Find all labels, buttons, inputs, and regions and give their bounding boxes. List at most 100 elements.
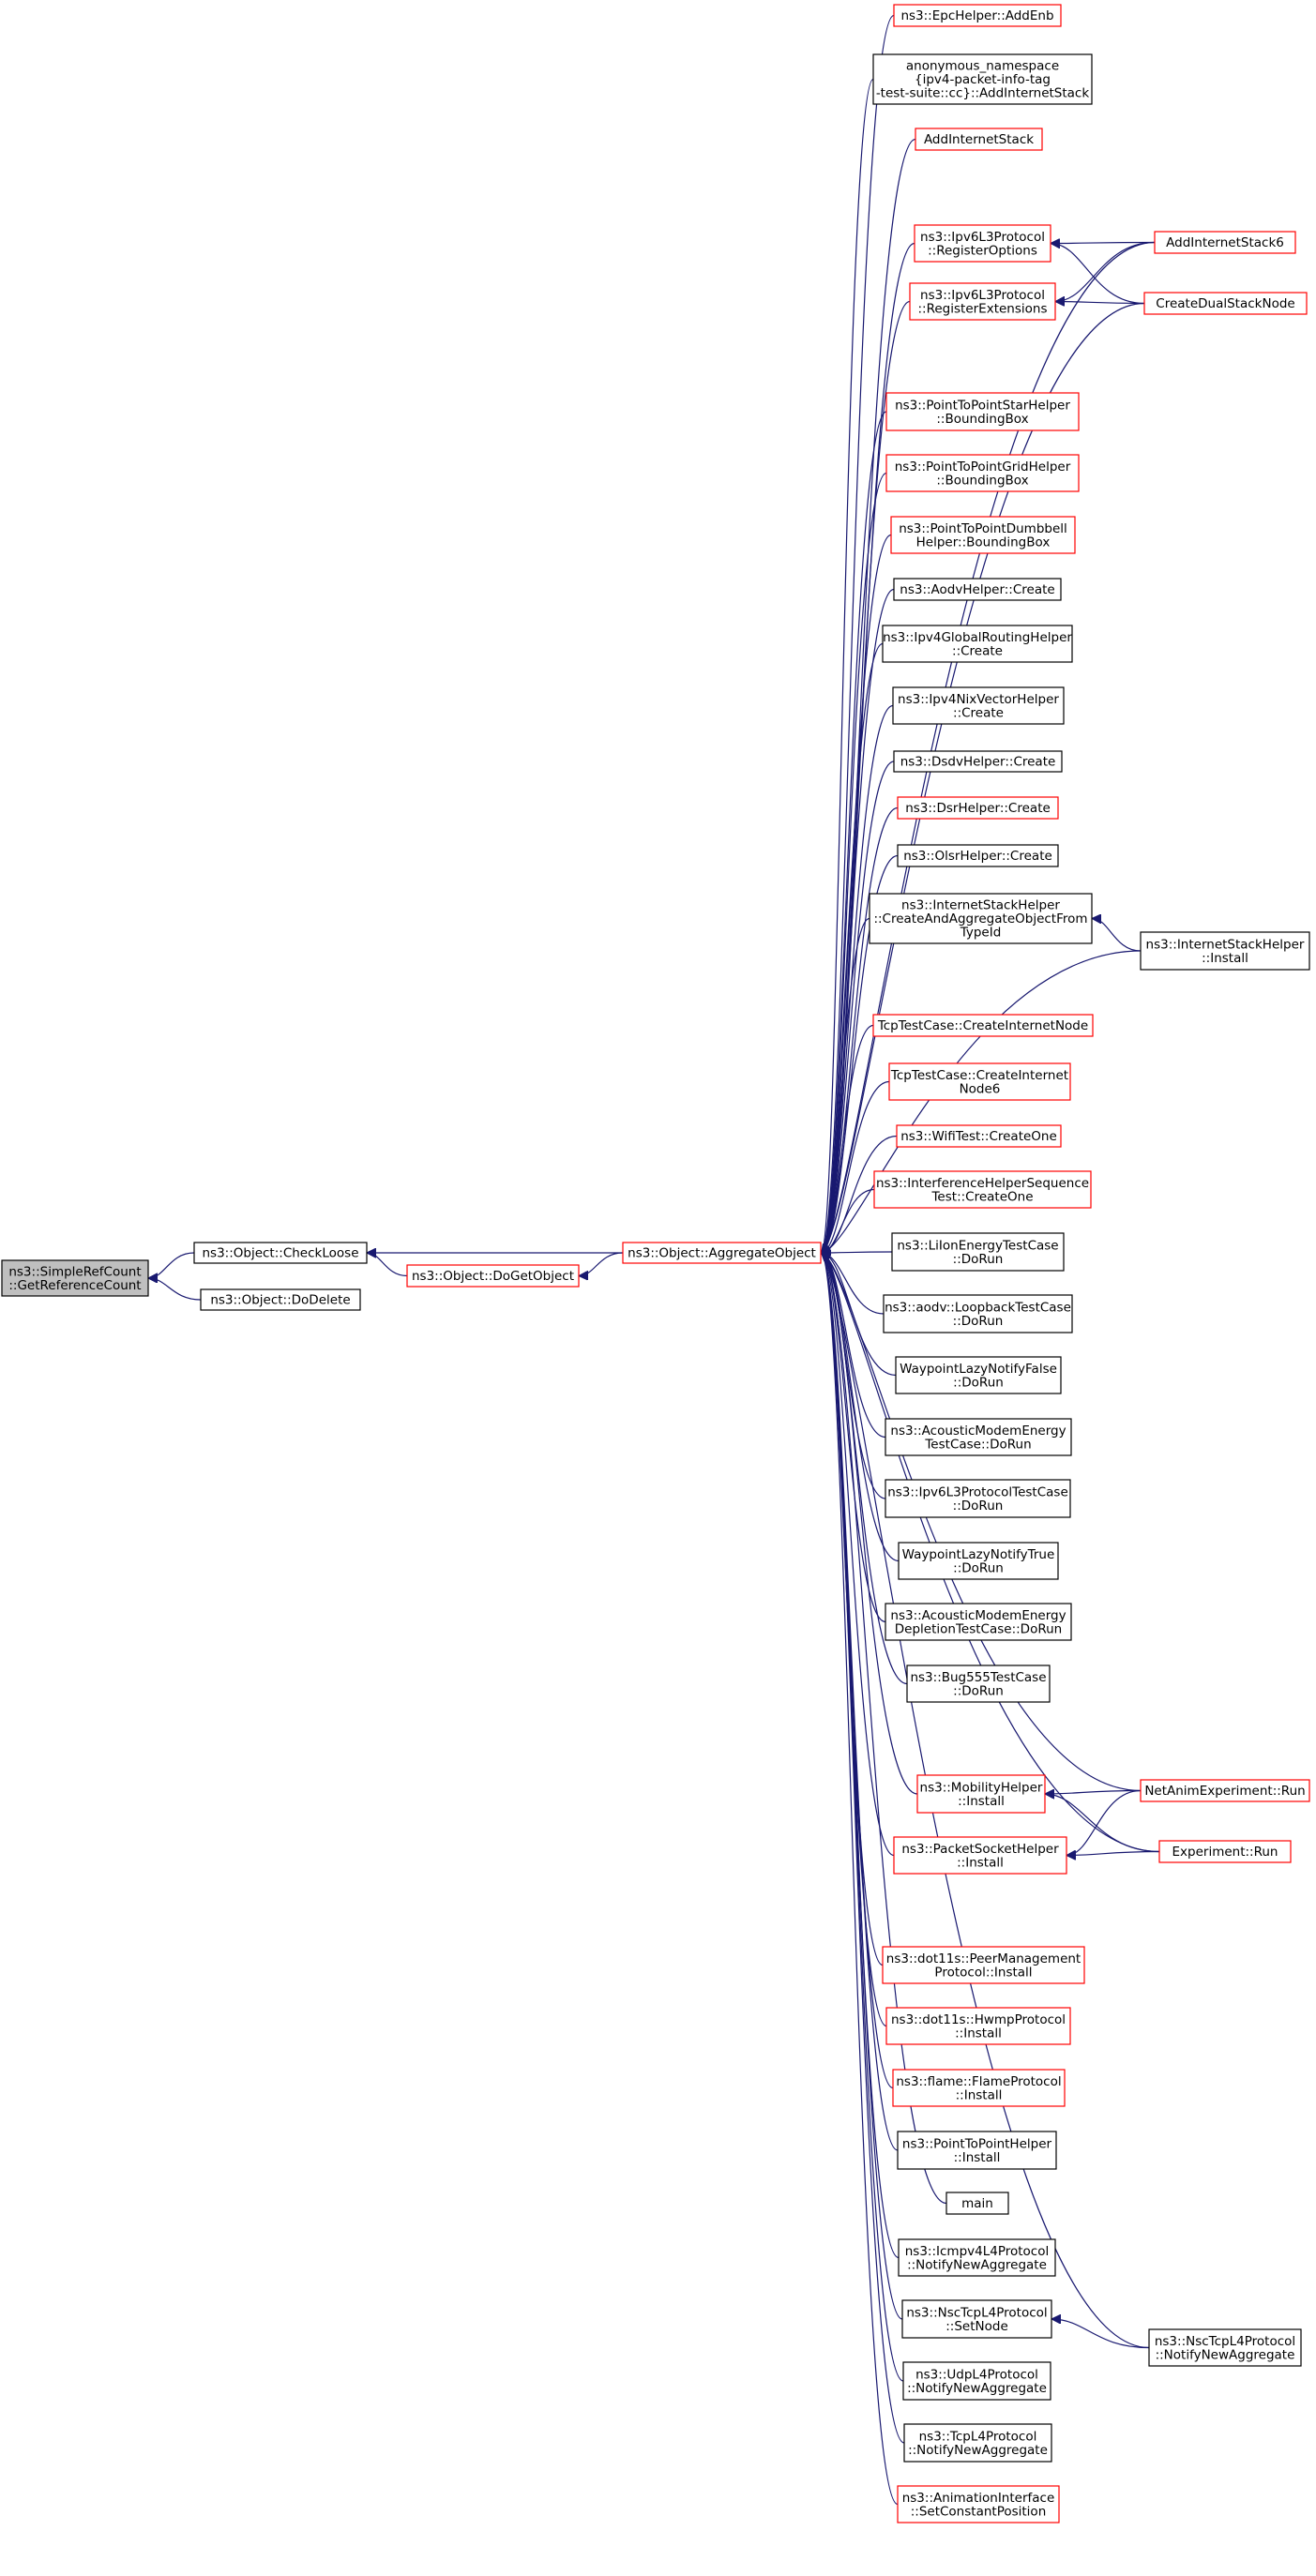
node-label: ns3::DsdvHelper::Create [900, 755, 1056, 770]
node-label: ::RegisterExtensions [918, 301, 1048, 316]
node-c28[interactable]: ns3::MobilityHelper::Install [916, 1774, 1046, 1814]
node-box [901, 2299, 1052, 2339]
node-box [915, 128, 1043, 151]
node-label: ns3::Icmpv4L4Protocol [905, 2244, 1050, 2259]
node-c34[interactable]: main [945, 2192, 1009, 2215]
node-label: ::Create [953, 705, 1004, 720]
node-label: ns3::OlsrHelper::Create [903, 849, 1052, 864]
node-c11[interactable]: ns3::Ipv4NixVectorHelper::Create [892, 686, 1065, 725]
node-c25[interactable]: WaypointLazyNotifyTrue::DoRun [898, 1542, 1059, 1580]
node-dodelete[interactable]: ns3::Object::DoDelete [200, 1288, 361, 1311]
node-c1[interactable]: ns3::EpcHelper::AddEnb [893, 4, 1062, 27]
node-checkloose[interactable]: ns3::Object::CheckLoose [193, 1242, 368, 1264]
node-r4[interactable]: NetAnimExperiment::Run [1140, 1779, 1310, 1802]
node-aggregate[interactable]: ns3::Object::AggregateObject [622, 1242, 822, 1264]
node-c26[interactable]: ns3::AcousticModemEnergyDepletionTestCas… [885, 1603, 1072, 1641]
call-edge-c31-to-aggregate [822, 1253, 887, 2027]
call-edge-r1-to-c4 [1051, 243, 1156, 244]
node-c32[interactable]: ns3::flame::FlameProtocol::Install [892, 2069, 1066, 2107]
node-c19[interactable]: ns3::InterferenceHelperSequenceTest::Cre… [873, 1170, 1092, 1209]
node-label: anonymous_namespace [906, 59, 1059, 74]
node-label: Test::CreateOne [930, 1189, 1033, 1204]
node-c10[interactable]: ns3::Ipv4GlobalRoutingHelper::Create [882, 625, 1073, 663]
node-label: main [961, 2196, 993, 2211]
node-c14[interactable]: ns3::OlsrHelper::Create [897, 844, 1059, 867]
node-c7[interactable]: ns3::PointToPointGridHelper::BoundingBox [885, 454, 1080, 492]
node-box [1158, 1840, 1292, 1863]
node-c35[interactable]: ns3::Icmpv4L4Protocol::NotifyNewAggregat… [898, 2238, 1056, 2277]
node-label: ns3::Ipv6L3Protocol [920, 288, 1045, 303]
node-r5[interactable]: Experiment::Run [1158, 1840, 1292, 1863]
node-label: ::Install [1202, 951, 1248, 966]
node-box [897, 2485, 1060, 2523]
node-c2[interactable]: anonymous_namespace{ipv4-packet-info-tag… [872, 53, 1093, 105]
node-c38[interactable]: ns3::TcpL4Protocol::NotifyNewAggregate [903, 2423, 1052, 2463]
call-edge-c39-to-aggregate [822, 1253, 899, 2506]
node-c15[interactable]: ns3::InternetStackHelper::CreateAndAggre… [869, 893, 1093, 944]
node-box [896, 1124, 1062, 1148]
node-label: ns3::InternetStackHelper [901, 898, 1060, 913]
node-box [897, 2131, 1057, 2170]
node-box [885, 2007, 1071, 2045]
call-edge-r4-to-c28 [1046, 1791, 1142, 1795]
node-c39[interactable]: ns3::AnimationInterface::SetConstantPosi… [897, 2485, 1060, 2523]
node-c33[interactable]: ns3::PointToPointHelper::Install [897, 2131, 1057, 2170]
node-label: CreateDualStackNode [1156, 296, 1294, 311]
node-label: ::DoRun [953, 1499, 1004, 1514]
node-c13[interactable]: ns3::DsrHelper::Create [897, 796, 1059, 820]
node-c16[interactable]: TcpTestCase::CreateInternetNode [872, 1014, 1094, 1037]
node-label: ::Create [952, 643, 1003, 658]
node-label: ::NotifyNewAggregate [907, 2381, 1047, 2396]
node-c20[interactable]: ns3::LiIonEnergyTestCase::DoRun [891, 1232, 1065, 1272]
node-label: ns3::Object::CheckLoose [202, 1246, 358, 1261]
call-edge-c2-to-aggregate [822, 78, 874, 1254]
node-r6[interactable]: ns3::NscTcpL4Protocol::NotifyNewAggregat… [1148, 2328, 1302, 2367]
node-c22[interactable]: WaypointLazyNotifyFalse::DoRun [895, 1356, 1062, 1394]
node-dogetobject[interactable]: ns3::Object::DoGetObject [406, 1264, 580, 1288]
node-c31[interactable]: ns3::dot11s::HwmpProtocol::Install [885, 2007, 1071, 2045]
node-label: ::SetNode [945, 2319, 1008, 2334]
node-label: ns3::dot11s::PeerManagement [886, 1951, 1081, 1966]
node-label: Node6 [960, 1081, 1001, 1096]
node-box [893, 750, 1063, 773]
node-c21[interactable]: ns3::aodv::LoopbackTestCase::DoRun [883, 1294, 1073, 1333]
node-label: ns3::Ipv6L3ProtocolTestCase [887, 1484, 1068, 1499]
node-c6[interactable]: ns3::PointToPointStarHelper::BoundingBox [885, 392, 1080, 431]
node-c9[interactable]: ns3::AodvHelper::Create [893, 578, 1062, 601]
call-edge-c7-to-aggregate [822, 472, 887, 1254]
node-label: ::GetReferenceCount [8, 1278, 141, 1293]
node-label: AddInternetStack6 [1166, 235, 1284, 250]
node-c18[interactable]: ns3::WifiTest::CreateOne [896, 1124, 1062, 1148]
node-r1[interactable]: AddInternetStack6 [1154, 231, 1296, 254]
node-label: Protocol::Install [934, 1965, 1032, 1980]
node-box [883, 1294, 1073, 1333]
node-label: AddInternetStack [924, 132, 1034, 147]
node-c5[interactable]: ns3::Ipv6L3Protocol::RegisterExtensions [909, 282, 1056, 321]
node-c30[interactable]: ns3::dot11s::PeerManagementProtocol::Ins… [882, 1946, 1085, 1984]
node-label: ns3::PointToPointGridHelper [895, 459, 1071, 475]
node-c3[interactable]: AddInternetStack [915, 128, 1043, 151]
node-r2[interactable]: CreateDualStackNode [1143, 292, 1308, 315]
node-label: ns3::PacketSocketHelper [901, 1842, 1059, 1857]
node-c29[interactable]: ns3::PacketSocketHelper::Install [893, 1836, 1067, 1875]
node-box [200, 1288, 361, 1311]
node-label: ns3::Object::DoGetObject [412, 1269, 574, 1284]
node-label: ns3::dot11s::HwmpProtocol [891, 2012, 1066, 2027]
node-c27[interactable]: ns3::Bug555TestCase::DoRun [906, 1665, 1051, 1703]
node-label: ns3::NscTcpL4Protocol [906, 2305, 1047, 2320]
node-c37[interactable]: ns3::UdpL4Protocol::NotifyNewAggregate [902, 2361, 1051, 2401]
node-label: ::CreateAndAggregateObjectFrom [873, 911, 1087, 926]
node-c4[interactable]: ns3::Ipv6L3Protocol::RegisterOptions [914, 224, 1051, 263]
node-box [902, 2361, 1051, 2401]
node-c12[interactable]: ns3::DsdvHelper::Create [893, 750, 1063, 773]
call-edge-c12-to-aggregate [822, 761, 895, 1253]
node-c8[interactable]: ns3::PointToPointDumbbellHelper::Boundin… [890, 516, 1076, 554]
node-r3[interactable]: ns3::InternetStackHelper::Install [1140, 931, 1310, 971]
node-c36[interactable]: ns3::NscTcpL4Protocol::SetNode [901, 2299, 1052, 2339]
node-label: ns3::Ipv4GlobalRoutingHelper [883, 630, 1072, 645]
call-edge-r3-to-c15 [1093, 919, 1142, 952]
node-c24[interactable]: ns3::Ipv6L3ProtocolTestCase::DoRun [885, 1479, 1071, 1518]
call-edge-c38-to-aggregate [822, 1253, 905, 2444]
